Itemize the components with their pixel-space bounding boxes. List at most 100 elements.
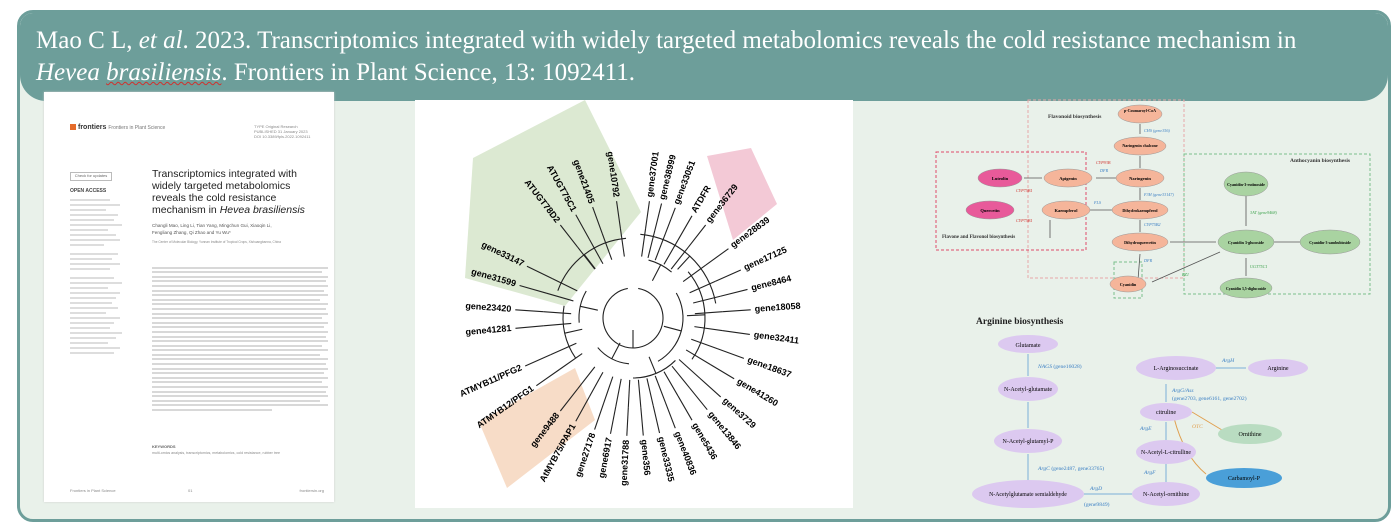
- flavonoid-pathway-panel: Flavonoid biosynthesis Anthocyanin biosy…: [920, 92, 1374, 302]
- node-naringenin-chalcone: [1113, 136, 1167, 156]
- flavone-box: [935, 151, 1087, 251]
- tree-branch-inner: [689, 280, 716, 294]
- type-label: TYPE Original Research: [254, 124, 298, 129]
- node-arginine: [1248, 359, 1308, 377]
- citation-authors: Mao C L,: [36, 27, 139, 54]
- enzyme-argg-ass: ArgG/Ass: [1171, 388, 1194, 394]
- clade-highlight-pink: [707, 148, 777, 240]
- tree-tip-label: gene32411: [753, 329, 799, 345]
- tree-branch-inner: [558, 353, 583, 371]
- node-l-arginosuccinate: [1136, 356, 1216, 380]
- keywords-label: KEYWORDS: [152, 444, 176, 449]
- citation-etal: et al: [138, 27, 183, 54]
- footer-mid: 01: [188, 488, 193, 493]
- node-cyanidin3-glucoside: [1217, 229, 1275, 255]
- tree-branch-inner: [603, 376, 614, 404]
- tree-branch-inner: [627, 379, 631, 408]
- flavonoid-box: [1027, 99, 1185, 279]
- tree-branch-inner: [543, 322, 572, 327]
- tree-branch: [515, 325, 544, 329]
- tree-branch: [705, 248, 729, 266]
- node-citruline-label: citruline: [1156, 410, 1176, 416]
- footer-left: Frontiers in Plant Science: [70, 488, 116, 493]
- node-dihydrokaempferol-label: Dihydrokaempferol: [1122, 208, 1158, 213]
- tree-branch-inner: [663, 239, 679, 265]
- enzyme-ugt75c1: UGT75C1: [1250, 264, 1267, 269]
- tree-branch: [677, 215, 693, 241]
- node-pcoumaroyl: [1117, 104, 1163, 124]
- tree-branch-inner: [685, 349, 711, 365]
- tree-branch-inner: [588, 239, 604, 265]
- enzyme-nags-name: NAGS: [1037, 364, 1052, 370]
- enzyme-chs: CHS (gene356): [1144, 128, 1171, 133]
- title-line-4b: Hevea brasiliensis: [219, 204, 305, 216]
- node-glutamate-label: Glutamate: [1016, 343, 1041, 349]
- tree-stem: [677, 255, 691, 270]
- node-kaempferol: [1041, 200, 1091, 220]
- tree-branch: [689, 387, 708, 411]
- node-cyanidin3-rutinoside-label: Cyanidin-3-rutinoside: [1227, 182, 1265, 187]
- node-dihydrokaempferol: [1111, 200, 1169, 220]
- tree-branch: [687, 224, 707, 248]
- tree-branch: [664, 401, 676, 429]
- flavonoid-pathway: Flavonoid biosynthesis Anthocyanin biosy…: [935, 99, 1371, 299]
- node-kaempferol-label: Kaempferol: [1055, 208, 1079, 213]
- tree-branch: [722, 329, 750, 335]
- tree-tip-label: gene17125: [742, 245, 788, 273]
- tree-branch: [654, 203, 663, 231]
- node-quercetin-label: Quercetin: [980, 208, 1000, 213]
- node-luteolin-label: Luteolin: [992, 176, 1009, 181]
- tree-stem: [663, 325, 682, 332]
- tree-stem: [651, 264, 662, 281]
- tree-tip-label: gene356: [639, 439, 652, 476]
- arginine-pathway-panel: Arginine biosynthesis Glutamate N-Acetyl…: [960, 306, 1374, 510]
- citation-text: Mao C L, et al. 2023. Transcriptomics in…: [36, 25, 1356, 89]
- tree-tip-label: gene6917: [596, 437, 614, 479]
- tree-branch: [626, 407, 629, 436]
- citation-journal: . Frontiers in Plant Science, 13: 109241…: [221, 59, 636, 86]
- node-pcoumaroyl-label: p-Coumaroyl-CoA: [1124, 108, 1156, 113]
- tree-branch: [592, 206, 603, 234]
- node-n-acetylglutamate-semialdehyde: [972, 480, 1084, 508]
- node-cyanidin3-sambubioside-label: Cyanidin-3-sambubioside: [1309, 241, 1351, 245]
- check-updates-badge: Check for updates: [70, 172, 112, 181]
- tree-branch-inner: [619, 228, 625, 257]
- tree-branch-inner: [637, 379, 642, 408]
- title-line-3: reveals the cold resistance: [152, 192, 277, 204]
- logo-text: frontiers: [78, 124, 107, 131]
- node-n-acetyl-l-citrulline-label: N-Acetyl-L-citrulline: [1141, 450, 1191, 456]
- node-n-acetyl-l-citrulline: [1136, 440, 1196, 464]
- tree-stem: [611, 342, 621, 360]
- tree-arc: [602, 287, 664, 349]
- enzyme-argc-name: ArgC: [1037, 466, 1050, 472]
- enzyme-cyp93b: CYP93B: [1096, 160, 1111, 165]
- tree-branch: [722, 309, 751, 313]
- tree-tip-label: gene5436: [690, 421, 719, 462]
- tree-branch: [616, 201, 622, 229]
- node-l-arginosuccinate-label: L-Arginosuccinate: [1154, 366, 1199, 372]
- tree-stem: [686, 314, 705, 317]
- citation-epithet: brasiliensis: [106, 59, 222, 86]
- authors-line-2: Fengliang Zhang, Qi Zhao and Yu Wu*: [152, 230, 231, 235]
- enzyme-cyp75b1-a: CYP75B1: [1016, 188, 1033, 193]
- tree-branch-inner: [641, 228, 647, 257]
- enzyme-cyp75b2: CYP75B2: [1144, 222, 1161, 227]
- node-apigenin: [1043, 168, 1093, 188]
- enzyme-f3h: F3H (gene33147): [1143, 192, 1174, 197]
- tree-branch: [575, 396, 590, 422]
- node-cyanidin35-diglucoside-label: Cyanidin 3,5-diglucoside: [1226, 287, 1266, 291]
- paper-authors: Changli Mao, Ling Li, Tian Yang, Mingchu…: [152, 222, 330, 236]
- tree-branch-inner: [654, 375, 666, 403]
- tree-branch: [717, 348, 745, 359]
- sidebar-lines: [70, 196, 126, 357]
- phylogenetic-tree: gene37001gene38999gene33051ATDFRgene3672…: [458, 100, 801, 488]
- enzyme-nags-gene: (gene16028): [1052, 363, 1082, 370]
- tree-branch-inner: [550, 342, 577, 356]
- tree-branch-inner: [682, 264, 707, 283]
- tree-branch-inner: [577, 246, 596, 270]
- tree-tip-label: ATMYB11/PFG2: [458, 362, 523, 398]
- published-label: PUBLISHED 31 January 2023: [254, 129, 308, 134]
- node-luteolin: [977, 168, 1023, 188]
- node-n-acetyl-ornithine-label: N-Acetyl-ornithine: [1143, 492, 1189, 498]
